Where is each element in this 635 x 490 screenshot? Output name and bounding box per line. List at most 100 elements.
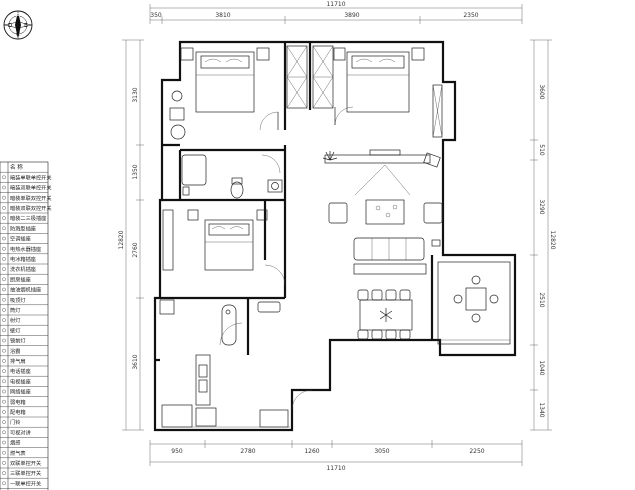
legend-item: 筒灯 <box>10 306 20 314</box>
dim-right-seg-4: 2510 <box>538 292 545 307</box>
legend-symbol-icon <box>2 338 6 343</box>
legend-symbol-icon <box>2 175 6 180</box>
legend-item: 双联单控开关 <box>10 459 41 467</box>
legend-item: 浴霸 <box>10 347 20 355</box>
legend-item: 电冰箱插座 <box>10 255 36 263</box>
bedroom-3 <box>162 209 286 286</box>
legend-symbol-icon <box>2 226 6 231</box>
wardrobe-right <box>312 45 334 109</box>
legend-item: 三联单控开关 <box>10 469 41 477</box>
plant-icon <box>322 151 338 161</box>
compass-letter-a: A <box>16 13 20 19</box>
legend-symbol-icon <box>2 287 6 292</box>
legend-item: 吸顶灯 <box>10 296 26 304</box>
compass-letter-b: B <box>24 23 28 29</box>
dim-top-seg-4: 2350 <box>463 12 478 19</box>
legend-item: 镜前灯 <box>10 337 26 345</box>
legend-symbol-icon <box>2 410 6 414</box>
compass-letter-c: C <box>16 32 20 38</box>
legend-item: 一联单控开关 <box>10 479 41 487</box>
legend-symbol-icon <box>2 236 6 241</box>
legend-item: 电话插座 <box>10 367 31 375</box>
legend-item: 网络插座 <box>10 388 31 396</box>
legend-item: 配电箱 <box>10 408 26 416</box>
legend-table: 名 称暗装单联单控开关暗装双联单控开关暗装单联双控开关暗装双联双控开关暗装二三极… <box>0 161 52 490</box>
legend-symbol-icon <box>2 297 6 302</box>
legend-symbol-icon <box>2 420 6 424</box>
dimension-bottom: 950 2780 1260 3050 2250 11710 <box>149 440 523 472</box>
legend-symbol-icon <box>2 328 6 333</box>
legend-item: 烟感 <box>10 439 20 447</box>
dim-right-seg-1: 3600 <box>538 84 545 99</box>
dim-bottom-seg-3: 1260 <box>304 448 319 455</box>
dim-top-seg-1: 350 <box>150 12 162 19</box>
legend-item: 暗装单联单控开关 <box>10 173 52 181</box>
dim-right-total: 12820 <box>549 230 556 249</box>
dim-bottom-seg-2: 2780 <box>240 448 255 455</box>
legend-symbol-icon <box>2 195 6 200</box>
legend-symbol-icon <box>2 440 6 445</box>
dimension-left: 12820 3130 1350 2760 3610 <box>118 39 144 431</box>
compass-letter-d: D <box>8 23 12 29</box>
legend-item: 电热水器插座 <box>10 245 41 253</box>
legend-item: 燃气表 <box>10 449 26 457</box>
bathroom <box>181 154 283 199</box>
dim-right-seg-6: 1340 <box>538 402 545 417</box>
legend-item: 防溅型插座 <box>10 224 36 232</box>
legend-item: 厨房插座 <box>10 275 31 283</box>
compass-rose: A B C D <box>3 10 33 40</box>
bedroom-1 <box>169 47 279 140</box>
legend-symbol-icon <box>2 481 6 486</box>
dim-left-seg-4: 3610 <box>132 354 139 369</box>
lamp-icon <box>423 152 441 168</box>
legend-symbol-icon <box>2 450 6 455</box>
dimension-right: 3600 510 3290 2510 1040 1340 12820 <box>530 39 556 431</box>
balcony <box>437 261 511 345</box>
legend-item: 可视对讲 <box>10 428 31 436</box>
legend-item: 电视插座 <box>10 377 31 385</box>
living-room <box>322 149 443 275</box>
legend-item: 暗装单联双控开关 <box>10 194 52 202</box>
legend-item: 洗衣机插座 <box>10 265 36 273</box>
legend-header: 名 称 <box>10 163 23 171</box>
legend-symbol-icon <box>2 348 6 353</box>
dim-bottom-total: 11710 <box>326 465 345 472</box>
dim-top-seg-2: 3810 <box>215 12 230 19</box>
bedroom-2 <box>333 47 443 138</box>
wardrobe-left <box>286 45 308 109</box>
legend-symbol-icon <box>2 369 6 373</box>
legend-symbol-icon <box>2 318 6 322</box>
dim-top-total: 11710 <box>326 1 345 8</box>
legend-symbol-icon <box>2 216 6 220</box>
table-flower-icon <box>379 308 393 322</box>
dim-bottom-seg-4: 3050 <box>374 448 389 455</box>
dimension-top: 11710 350 3810 3890 2350 <box>149 1 523 24</box>
dim-top-seg-3: 3890 <box>344 12 359 19</box>
coffee-table-pattern-icon <box>375 204 398 218</box>
kitchen <box>159 299 313 428</box>
legend-symbol-icon <box>2 359 6 363</box>
exterior-walls <box>153 40 517 432</box>
dim-right-seg-2: 510 <box>538 144 545 156</box>
dim-left-total: 12820 <box>118 230 125 249</box>
legend-symbol-icon <box>2 257 6 261</box>
legend-symbol-icon <box>2 471 6 475</box>
legend-symbol-icon <box>2 399 6 404</box>
dim-bottom-seg-1: 950 <box>171 448 183 455</box>
dining-area <box>357 289 413 340</box>
legend-symbol-icon <box>2 430 6 435</box>
legend-symbol-icon <box>2 379 6 384</box>
legend-symbol-icon <box>2 185 6 190</box>
legend-symbol-icon <box>2 267 6 271</box>
legend-item: 暗装二三极插座 <box>10 214 46 222</box>
legend-item: 壁灯 <box>10 326 20 334</box>
legend-item: 弱电箱 <box>10 398 26 406</box>
legend-symbol-icon <box>2 308 6 312</box>
legend-item: 门铃 <box>10 418 21 426</box>
legend-item: 暗装双联单控开关 <box>10 184 52 192</box>
dim-left-seg-2: 1350 <box>132 164 139 179</box>
dim-left-seg-3: 2760 <box>132 242 139 257</box>
legend-symbol-icon <box>2 461 6 465</box>
legend-symbol-icon <box>2 246 6 251</box>
